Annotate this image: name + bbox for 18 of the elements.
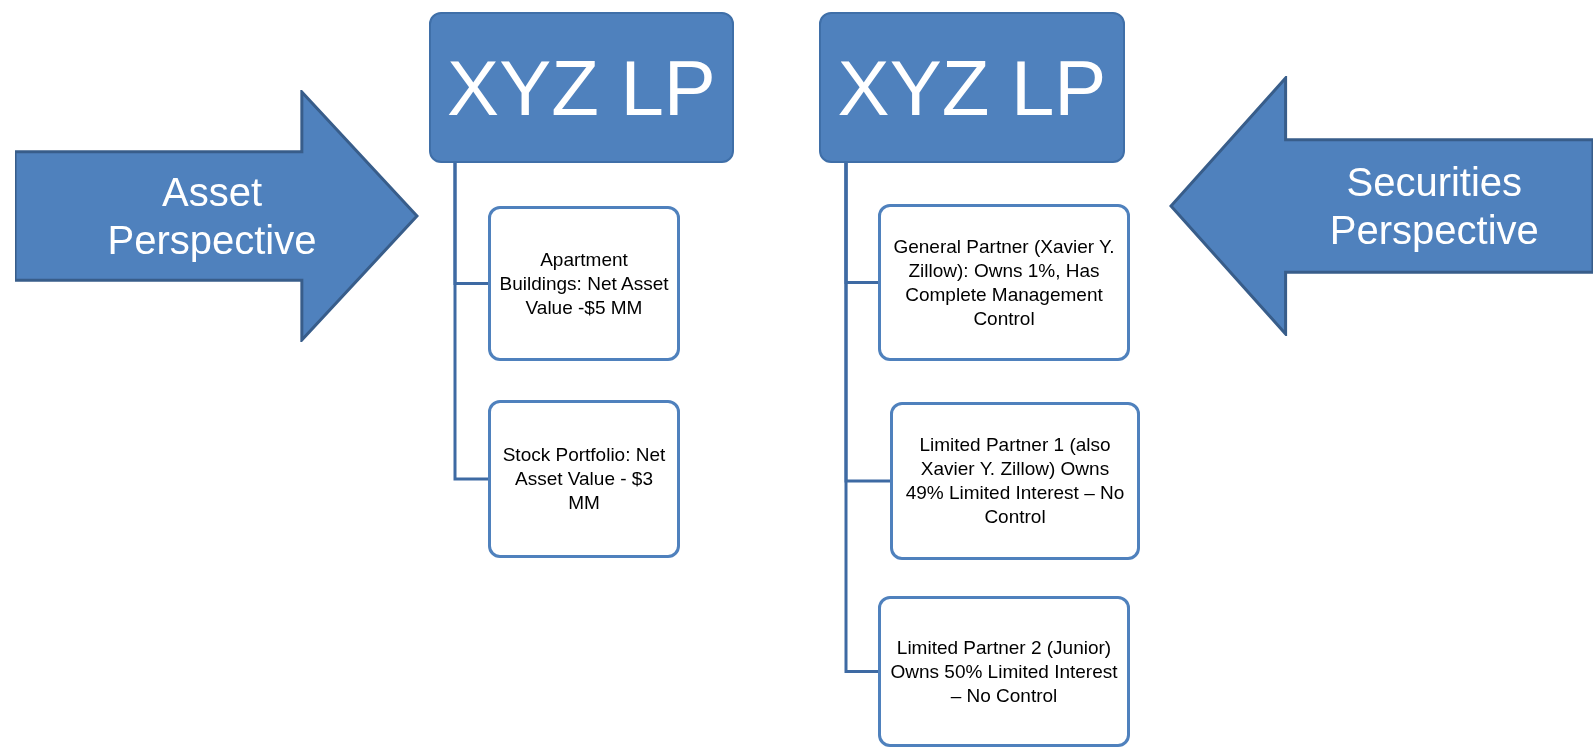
arrow-label: Securities Perspective xyxy=(1328,159,1540,254)
info-box xyxy=(890,402,1140,560)
title-box xyxy=(429,12,734,163)
connector-line xyxy=(844,163,878,673)
info-text: Apartment Buildings: Net Asset Value -$5 MM xyxy=(499,247,669,320)
info-text: Limited Partner 2 (Junior) Owns 50% Limited Interest – No Control xyxy=(889,635,1119,708)
info-text: General Partner (Xavier Y. Zillow): Owns 1%, Has Complete Management Control xyxy=(892,234,1116,331)
title-box xyxy=(819,12,1125,163)
info-box xyxy=(488,206,680,361)
title-text: XYZ LP xyxy=(447,48,716,127)
info-box xyxy=(878,596,1130,747)
info-box xyxy=(878,204,1130,361)
info-box xyxy=(488,400,680,558)
connector-line xyxy=(453,163,488,481)
arrow-label: Asset Perspective xyxy=(106,169,318,264)
info-text: Limited Partner 1 (also Xavier Y. Zillow) Owns 49% Limited Interest – No Control xyxy=(904,433,1126,529)
info-text: Stock Portfolio: Net Asset Value - $3 MM xyxy=(501,443,667,515)
title-text: XYZ LP xyxy=(837,48,1107,127)
